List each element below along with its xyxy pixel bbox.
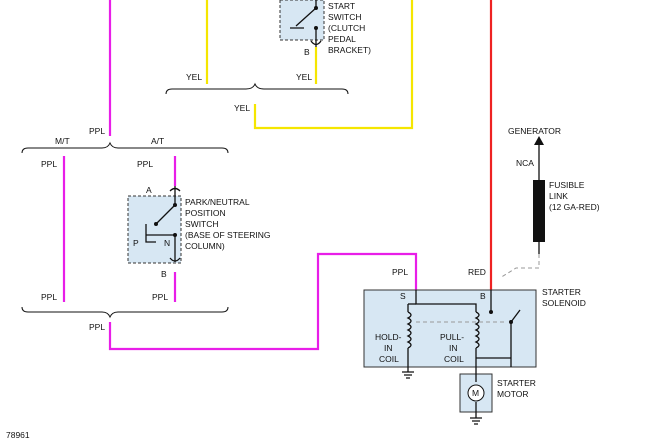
start-switch-label-line4: PEDAL [328,34,356,44]
pn-switch-label-line2: POSITION [185,208,226,218]
pn-terminal-b: B [161,269,167,279]
ppl-label-mt-upper: PPL [41,159,57,169]
fusible-link [533,180,545,242]
brace-mt-at [21,141,229,154]
ground-symbol-solenoid [402,371,414,379]
ppl-label-top: PPL [89,126,105,136]
pn-switch-label-line5: COLUMN) [185,241,225,251]
motor-m-label: M [472,388,479,398]
start-switch-label-line3: (CLUTCH [328,23,365,33]
pn-terminal-n: N [164,238,170,248]
ground-symbol-motor [470,417,482,425]
pn-switch-label-line1: PARK/NEUTRAL [185,197,250,207]
generator-arrowhead [534,136,544,145]
ppl-label-mt-lower: PPL [41,292,57,302]
fusible-link-label-line3: (12 GA-RED) [549,202,600,212]
pn-terminal-p: P [133,238,139,248]
yel-label-right: YEL [296,72,312,82]
hold-in-label-line1: HOLD- [375,332,402,342]
yel-label-mid: YEL [234,103,250,113]
start-switch-contact [290,0,322,47]
start-switch-terminal-b: B [304,47,310,57]
fusible-link-label-line1: FUSIBLE [549,180,585,190]
ppl-label-at-lower: PPL [152,292,168,302]
hold-in-label-line2: IN [384,343,393,353]
motor-symbol [467,384,485,402]
mt-label: M/T [55,136,70,146]
pull-in-label-line2: IN [449,343,458,353]
generator-label: GENERATOR [508,126,561,136]
fusible-link-label-line2: LINK [549,191,568,201]
pull-in-label-line1: PULL- [440,332,464,342]
fusible-link-dash [499,254,540,279]
brace-yel [165,82,349,95]
pn-switch-label-line4: (BASE OF STEERING [185,230,271,240]
solenoid-internals [406,290,521,372]
solenoid-terminal-b: B [480,291,486,301]
starter-motor-label-line2: MOTOR [497,389,528,399]
pull-in-label-line3: COIL [444,354,464,364]
pn-switch-label-line3: SWITCH [185,219,219,229]
red-label: RED [468,267,486,277]
figure-id: 78961 [6,430,30,440]
start-switch-label-line1: START [328,1,355,11]
nca-label: NCA [516,158,534,168]
starter-motor-label-line1: STARTER [497,378,536,388]
ppl-label-bottom: PPL [89,322,105,332]
brace-bottom [21,306,229,319]
ppl-wire-solenoid [108,252,418,351]
starter-solenoid-label-line2: SOLENOID [542,298,586,308]
yel-label-left: YEL [186,72,202,82]
park-neutral-switch-contact [145,186,181,262]
yel-wire-mid [253,0,414,130]
at-label: A/T [151,136,164,146]
start-switch-label-line2: SWITCH [328,12,362,22]
starter-solenoid-label-line1: STARTER [542,287,581,297]
solenoid-terminal-s: S [400,291,406,301]
pn-terminal-a: A [146,185,152,195]
start-switch-label-line5: BRACKET) [328,45,371,55]
ppl-label-at-upper: PPL [137,159,153,169]
hold-in-label-line3: COIL [379,354,399,364]
starter-solenoid-box [363,289,537,368]
ppl-label-solenoid: PPL [392,267,408,277]
